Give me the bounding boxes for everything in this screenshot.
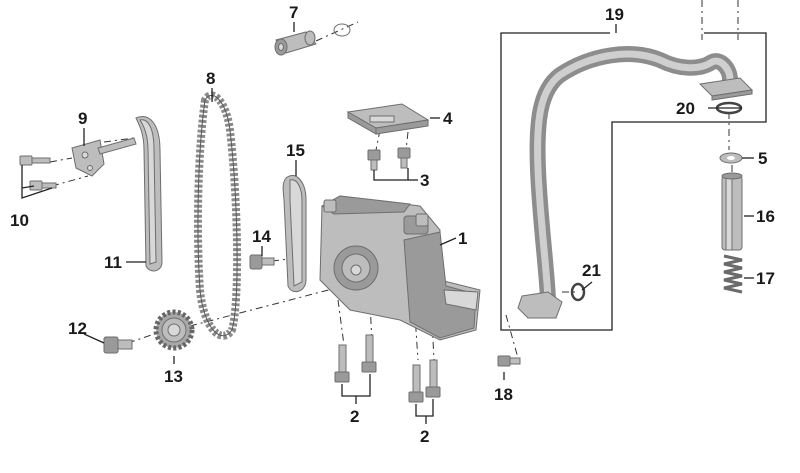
callout-1: 1 (458, 229, 467, 248)
timing-chain-part-8 (193, 91, 242, 340)
callout-17: 17 (756, 269, 775, 288)
screws-part-10 (19, 155, 57, 191)
callout-5: 5 (758, 149, 767, 168)
callout-13: 13 (164, 367, 183, 386)
callout-4: 4 (443, 109, 453, 128)
bolts-part-2-left (334, 334, 377, 383)
sprocket-part-13 (153, 309, 195, 351)
callout-21: 21 (582, 261, 601, 280)
sleeve-part-7 (274, 23, 351, 56)
callout-20: 20 (676, 99, 695, 118)
o-ring-part-21 (570, 282, 586, 302)
pipe-assembly-frame (500, 24, 767, 331)
tensioner-rail-part-15 (282, 175, 307, 293)
callout-18: 18 (494, 385, 513, 404)
bracket-part-9 (71, 137, 137, 177)
screw-part-14 (249, 254, 275, 270)
callout-12: 12 (68, 319, 87, 338)
bolt-part-12 (103, 336, 133, 354)
callout-2-right: 2 (420, 427, 429, 446)
callout-10: 10 (10, 211, 29, 230)
bolts-part-3 (367, 147, 411, 171)
callout-14: 14 (252, 227, 271, 246)
bolts-part-2-right (408, 359, 441, 403)
guide-rail-part-11 (135, 116, 163, 272)
valve-piston-part-16 (721, 172, 743, 251)
oil-pump-part-1 (319, 195, 481, 341)
callout-15: 15 (286, 141, 305, 160)
callout-16: 16 (756, 207, 775, 226)
callout-2-left: 2 (350, 407, 359, 426)
callout-19: 19 (605, 5, 624, 24)
callout-3: 3 (420, 171, 429, 190)
callout-labels: 7 8 9 10 11 12 13 14 15 4 3 1 2 2 19 20 … (10, 3, 775, 446)
suction-pipe-part-19 (517, 46, 754, 319)
callout-8: 8 (206, 69, 215, 88)
callout-11: 11 (104, 253, 122, 272)
spring-part-17 (723, 254, 743, 294)
cover-plate-part-4 (346, 103, 430, 135)
callout-9: 9 (78, 109, 87, 128)
washer-part-5 (719, 152, 743, 164)
screw-part-18 (497, 355, 521, 367)
callout-7: 7 (289, 3, 298, 22)
leader-lines (21, 22, 754, 424)
